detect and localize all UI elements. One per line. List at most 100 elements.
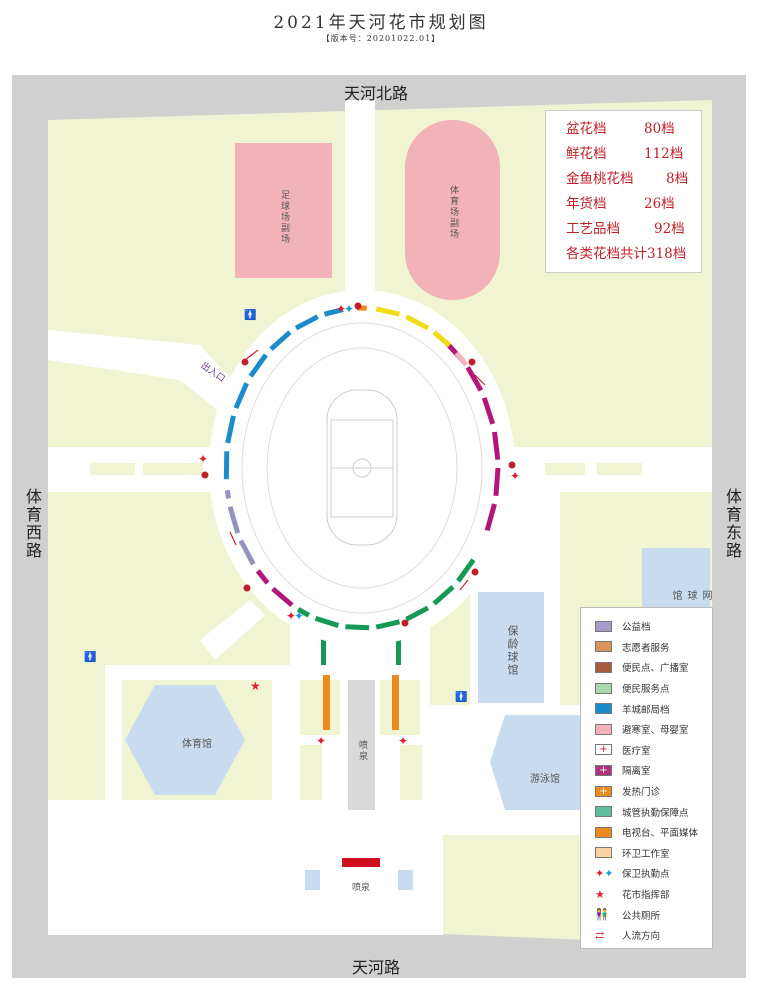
- road-south: 天河路: [352, 958, 401, 977]
- football-field-building: [235, 143, 332, 278]
- legend-label: 公共厕所: [622, 910, 661, 922]
- stall-segment: [345, 624, 370, 631]
- entrance-road: [48, 330, 250, 420]
- stall-segment: [405, 605, 430, 622]
- stall-media-right: [392, 675, 399, 730]
- stall-segment: [405, 314, 430, 331]
- toilet-icon: 👫: [595, 908, 609, 922]
- color-swatch-icon: [595, 723, 612, 735]
- south-plaza: [48, 800, 443, 935]
- stall-segment: [432, 330, 452, 348]
- security-star-icon: ✦: [286, 609, 296, 623]
- color-swatch-icon: [595, 806, 612, 818]
- star-icon: ★: [595, 887, 605, 901]
- legend-label: 便民服务点: [622, 684, 670, 696]
- stadium-inner: [266, 347, 458, 589]
- post-marker: [468, 358, 476, 366]
- color-swatch-icon: [595, 703, 612, 715]
- legend-item: 公益档: [595, 616, 712, 637]
- security-star-icon: ✦: [510, 469, 520, 483]
- legend-item: 便民点、广播室: [595, 657, 712, 678]
- security-star-icon: ✦: [294, 609, 304, 623]
- flow-arrows: [229, 349, 486, 591]
- label-natatorium: 游泳馆: [530, 774, 560, 785]
- stall-segment: [465, 366, 484, 392]
- star-icon: ★: [250, 679, 261, 693]
- arrows-icon: [244, 349, 259, 361]
- stall-segment: [314, 615, 340, 628]
- legend-label: 隔离室: [622, 766, 651, 778]
- plus-icon: +: [595, 744, 612, 756]
- toilet-icon: 🚹: [84, 650, 96, 663]
- stall-segment: [454, 351, 469, 367]
- legend-label: 电视台、平面媒体: [622, 828, 699, 840]
- stall-segment: [484, 503, 497, 532]
- road-west: 体育西路: [23, 488, 42, 560]
- stall-segment: [271, 586, 294, 608]
- tennis-building: [642, 548, 710, 613]
- legend-item: 羊城邮局档: [595, 698, 712, 719]
- toilets: 🚹 🚹 🚹: [84, 308, 467, 703]
- legend-item: ⇄人流方向: [595, 925, 712, 946]
- post-marker: [508, 461, 516, 469]
- post-marker: [243, 584, 251, 592]
- stall-segment: [375, 306, 401, 317]
- color-swatch-icon: [595, 682, 612, 694]
- security-points: ✦✦ ✦ ✦ ✦✦ ✦✦ ★: [198, 302, 520, 748]
- plus-icon: +: [595, 785, 612, 797]
- stadium-stands: [241, 322, 483, 614]
- legend-label: 发热门诊: [622, 787, 661, 799]
- natatorium-building: [490, 715, 600, 810]
- security-star-icon: ✦: [398, 734, 408, 748]
- legend-label: 避寒室、母婴室: [622, 725, 689, 737]
- stall-segment: [233, 382, 249, 410]
- legend-panel: 公益档志愿者服务便民点、广播室便民服务点羊城邮局档避寒室、母婴室+医疗室+隔离室…: [580, 607, 713, 949]
- sw-road: [200, 600, 265, 660]
- running-track: [326, 389, 398, 546]
- stage-bar: [342, 858, 380, 867]
- legend-label: 花市指挥部: [622, 890, 670, 902]
- toilet-icon: 🚹: [455, 690, 467, 703]
- stall-segment: [323, 307, 344, 317]
- legend-label: 环卫工作室: [622, 848, 670, 860]
- stall-segment: [225, 415, 236, 444]
- security-star-icon: ✦✦: [595, 866, 614, 880]
- stall-green-south-right: [396, 630, 401, 665]
- kiosk-left: [305, 870, 320, 890]
- stall-segment: [255, 569, 270, 585]
- legend-item: 志愿者服务: [595, 637, 712, 658]
- fountain-pool: [348, 680, 375, 810]
- bowling-building: [478, 592, 544, 703]
- color-swatch-icon: [595, 661, 612, 673]
- legend-item: 👫 公共厕所: [595, 904, 712, 925]
- legend-label: 保卫执勤点: [622, 869, 670, 881]
- arrows-icon: [459, 579, 469, 591]
- color-swatch-icon: [595, 826, 612, 838]
- legend-item: +隔离室: [595, 760, 712, 781]
- map-title: 2021年天河花市规划图: [273, 13, 489, 33]
- stall-segment: [238, 539, 256, 566]
- markers: [201, 302, 516, 627]
- post-marker: [201, 471, 209, 479]
- legend-item: +医疗室: [595, 740, 712, 761]
- post-marker: [354, 302, 362, 310]
- label-fountain: 喷泉: [357, 740, 367, 762]
- road-north: 天河北路: [344, 84, 409, 103]
- label-bowling: 保龄球馆: [506, 625, 519, 677]
- legend-item: 城管执勤保障点: [595, 801, 712, 822]
- label-fountain-south: 喷泉: [352, 883, 371, 893]
- security-star-icon: ✦: [198, 452, 208, 466]
- road-east: 体育东路: [723, 488, 742, 560]
- label-gymnasium: 体育馆: [182, 739, 212, 750]
- legend-label: 人流方向: [622, 931, 661, 943]
- legend-item: 避寒室、母婴室: [595, 719, 712, 740]
- legend-item: ✦✦ 保卫执勤点: [595, 863, 712, 884]
- stall-segment: [456, 558, 476, 583]
- gymnasium-building: [125, 685, 245, 795]
- legend-item: 环卫工作室: [595, 843, 712, 864]
- legend-label: 志愿者服务: [622, 642, 670, 654]
- legend-item: + 发热门诊: [595, 781, 712, 802]
- kiosk-right: [398, 870, 413, 890]
